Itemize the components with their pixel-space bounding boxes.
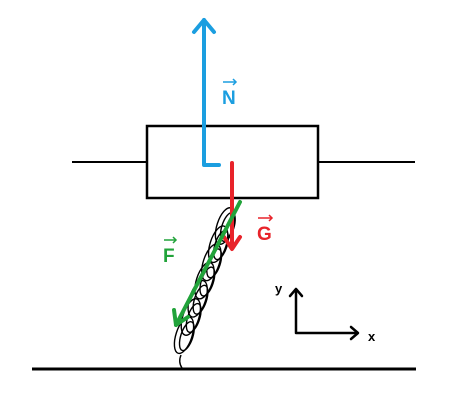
- coordinate-axes: [288, 287, 360, 341]
- spring-coil: [207, 225, 229, 264]
- weight-vector: [222, 161, 242, 251]
- normal-vector-label-arrowhead: [232, 78, 238, 86]
- weight-vector-label-arrowhead: [268, 214, 274, 222]
- spring-coil: [178, 321, 195, 352]
- normal-force-vector: [192, 18, 221, 167]
- spring-end: [179, 354, 183, 369]
- normal-vector-label: N: [222, 88, 236, 109]
- spring-coil: [192, 284, 209, 315]
- x-axis-label: x: [368, 329, 376, 344]
- weight-vector-label: G: [257, 224, 272, 245]
- spring-force-label: F: [163, 246, 175, 267]
- y-axis-label: y: [275, 281, 283, 296]
- spring: [173, 207, 236, 369]
- spring-force-label-arrowhead: [172, 236, 178, 244]
- spring-force-vector: [172, 200, 242, 327]
